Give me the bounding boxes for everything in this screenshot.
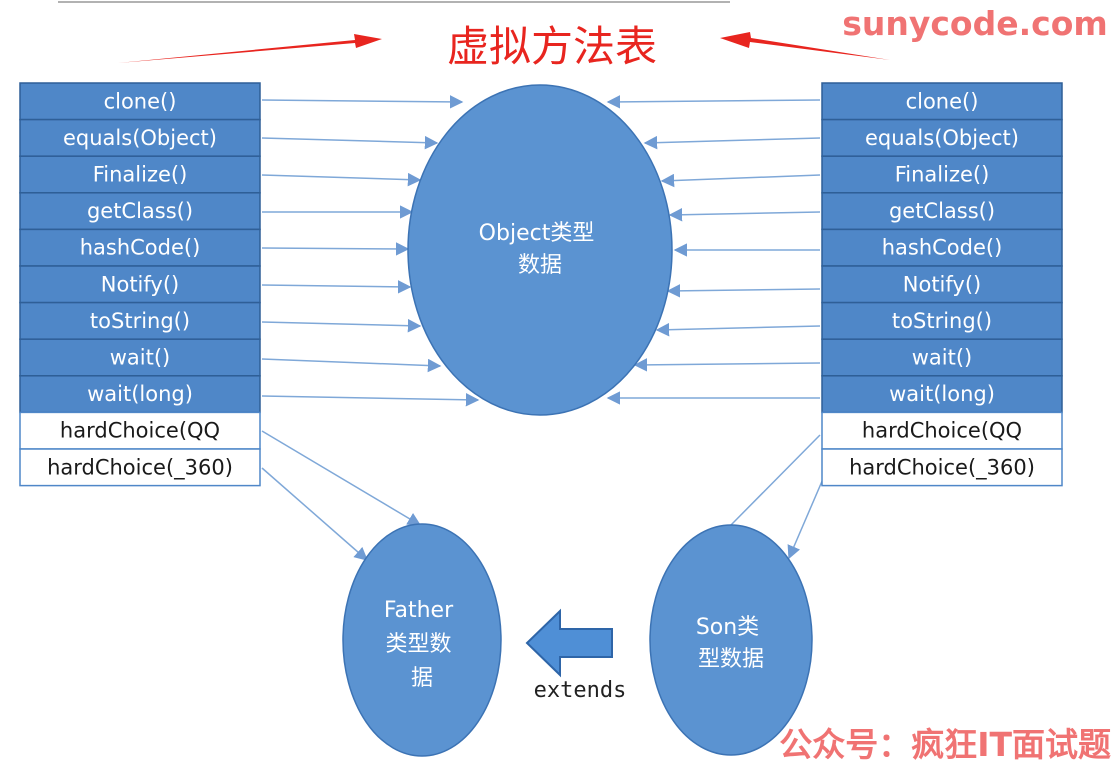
father-table-row: wait(long) (19, 375, 261, 414)
father-table-method-label: Notify() (101, 272, 179, 296)
father-table-cell (19, 301, 261, 340)
father-table-cell (19, 192, 261, 231)
father-table-row: Finalize() (19, 155, 261, 194)
father-table-cell (19, 448, 261, 487)
son-table-method-label: hardChoice(_360) (849, 455, 1035, 480)
son-method-table: clone() equals(Object) Finalize() getClass(… (821, 82, 1063, 487)
son-table-cell (821, 192, 1063, 231)
account-watermark: 公众号：疯狂IT面试题 (779, 725, 1111, 764)
son-table-method-label: wait() (912, 346, 973, 370)
extends-label: extends (534, 678, 627, 703)
father-table-row: clone() (19, 82, 261, 121)
son-table-row: Notify() (821, 265, 1063, 304)
father-table-method-label: wait() (110, 346, 171, 370)
father-table-row: equals(Object) (19, 118, 261, 157)
title-pointer-left (118, 34, 382, 63)
father-table-method-label: toString() (90, 309, 190, 333)
son-table-method-label: Notify() (903, 272, 981, 296)
father-type-node-label: Father 类型数 据 (384, 598, 460, 691)
father-table-row: wait() (19, 338, 261, 377)
father-table-cell (19, 118, 261, 157)
father-table-method-label: clone() (104, 89, 177, 113)
son-table-cell (821, 301, 1063, 340)
son-table-method-label: Finalize() (895, 163, 990, 187)
page-title: 虚拟方法表 (447, 22, 657, 71)
son-type-node-label: Son类 型数据 (696, 615, 766, 672)
son-table-row: hardChoice(QQ (821, 411, 1063, 450)
father-table-row: getClass() (19, 192, 261, 231)
son-table-cell (821, 265, 1063, 304)
father-table-method-label: hardChoice(QQ (60, 419, 220, 443)
father-table-row: hardChoice(QQ (19, 411, 261, 450)
son-table-method-label: hashCode() (882, 236, 1003, 260)
father-table-method-label: hardChoice(_360) (47, 455, 233, 480)
son-table-row: wait(long) (821, 375, 1063, 414)
son-table-cell (821, 155, 1063, 194)
son-type-node (649, 524, 813, 756)
father-table-cell (19, 411, 261, 450)
son-table-cell (821, 228, 1063, 267)
father-table-cell (19, 375, 261, 414)
son-table-method-label: wait(long) (889, 382, 995, 406)
son-table-row: toString() (821, 301, 1063, 340)
son-table-row: clone() (821, 82, 1063, 121)
son-table-method-label: equals(Object) (865, 126, 1019, 150)
father-table-cell (19, 338, 261, 377)
son-table-cell (821, 118, 1063, 157)
father-type-node (342, 523, 502, 757)
son-connectors (728, 434, 827, 560)
son-table-method-label: getClass() (889, 199, 995, 223)
father-table-row: toString() (19, 301, 261, 340)
son-table-method-label: toString() (892, 309, 992, 333)
son-table-cell (821, 375, 1063, 414)
father-table-method-label: Finalize() (93, 163, 188, 187)
father-table-method-label: equals(Object) (63, 126, 217, 150)
son-table-method-label: clone() (906, 89, 979, 113)
father-table-row: hashCode() (19, 228, 261, 267)
brand-logo-text: sunycode.com (842, 4, 1108, 43)
son-table-row: wait() (821, 338, 1063, 377)
father-table-row: Notify() (19, 265, 261, 304)
son-table-row: getClass() (821, 192, 1063, 231)
father-table-cell (19, 82, 261, 121)
son-table-cell (821, 448, 1063, 487)
son-table-cell (821, 338, 1063, 377)
son-table-row: Finalize() (821, 155, 1063, 194)
object-type-node (407, 84, 673, 416)
father-table-method-label: getClass() (87, 199, 193, 223)
left-method-connectors (261, 95, 480, 407)
son-table-row: hashCode() (821, 228, 1063, 267)
son-table-row: hardChoice(_360) (821, 448, 1063, 487)
father-table-cell (19, 265, 261, 304)
father-method-table: clone() equals(Object) Finalize() getClass(… (19, 82, 261, 487)
son-table-method-label: hardChoice(QQ (862, 419, 1022, 443)
title-pointer-right (720, 32, 890, 60)
extends-arrow (525, 608, 613, 678)
father-table-method-label: wait(long) (87, 382, 193, 406)
son-table-cell (821, 82, 1063, 121)
father-connectors (261, 430, 422, 561)
father-table-row: hardChoice(_360) (19, 448, 261, 487)
son-table-cell (821, 411, 1063, 450)
son-table-row: equals(Object) (821, 118, 1063, 157)
father-table-cell (19, 155, 261, 194)
object-type-node-label: Object类型 数据 (479, 221, 602, 278)
father-table-method-label: hashCode() (80, 236, 201, 260)
right-method-connectors (606, 95, 821, 405)
